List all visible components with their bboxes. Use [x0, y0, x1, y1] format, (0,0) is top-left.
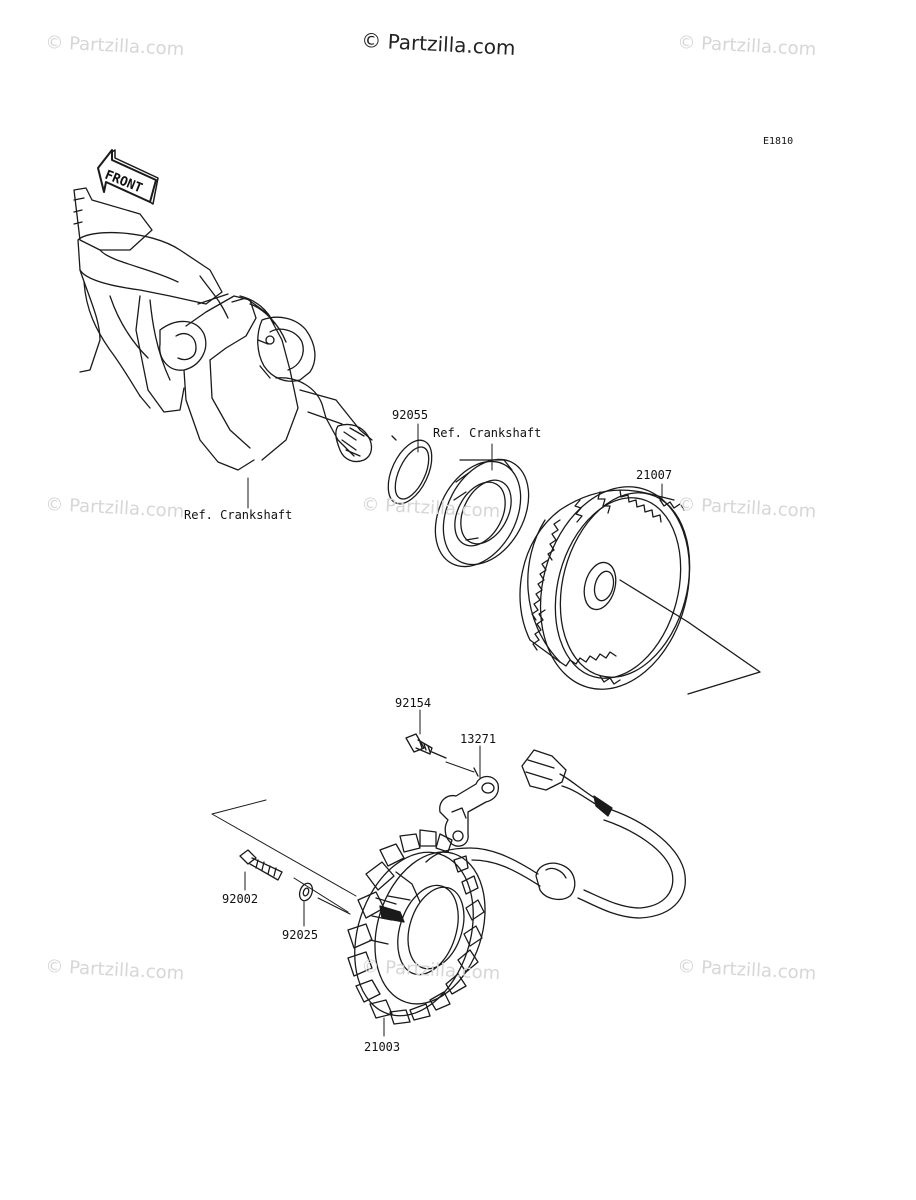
part-92025-washer — [298, 882, 314, 902]
assembly-reference-lines — [211, 761, 475, 915]
part-number-92025[interactable]: 92025 — [282, 928, 319, 942]
part-number-92002[interactable]: 92002 — [222, 892, 259, 906]
part-13271-plate — [439, 767, 500, 847]
callout-leader-lines — [244, 423, 663, 1037]
crankshaft-illustration — [73, 187, 373, 471]
ref-crankshaft-label-gear: Ref. Crankshaft — [433, 426, 542, 440]
front-direction-arrow-icon: FRONT — [97, 149, 159, 205]
diagram-code: E1810 — [763, 136, 794, 147]
part-92055-circlip — [387, 435, 433, 505]
part-21003-stator — [347, 749, 686, 1025]
part-92002-bolt — [239, 849, 283, 881]
part-number-92154[interactable]: 92154 — [395, 696, 432, 710]
part-number-21003[interactable]: 21003 — [364, 1040, 401, 1054]
starter-gear-ref-crankshaft — [434, 458, 530, 568]
part-92154-bolt — [405, 733, 447, 759]
part-number-21007[interactable]: 21007 — [636, 468, 673, 482]
part-number-92055[interactable]: 92055 — [392, 408, 429, 422]
part-number-13271[interactable]: 13271 — [460, 732, 497, 746]
ref-crankshaft-label-main: Ref. Crankshaft — [184, 508, 293, 522]
